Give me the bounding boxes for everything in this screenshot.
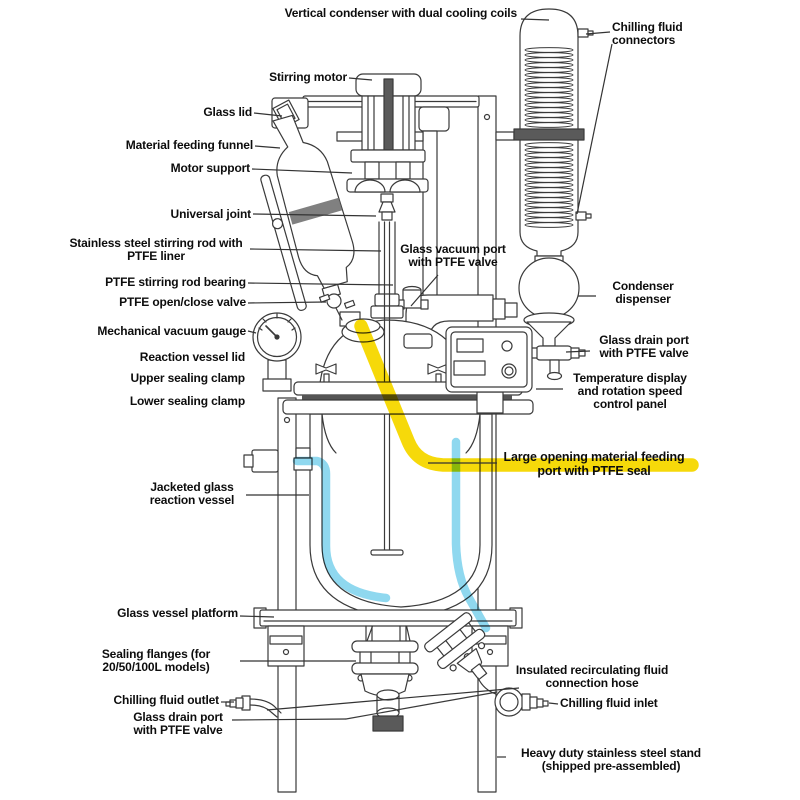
label-condenser-dispenser: Condenser dispenser: [612, 279, 674, 306]
label-chilling-inlet: Chilling fluid inlet: [560, 696, 658, 710]
label-ptfe-bearing: PTFE stirring rod bearing: [105, 275, 246, 289]
condenser: [513, 8, 594, 381]
label-vertical-condenser: Vertical condenser with dual cooling coi…: [284, 6, 518, 20]
label-jacketed-vessel: Jacketed glass reaction vessel: [149, 480, 235, 507]
control-panel: [445, 326, 533, 414]
chilling-outlet-fitting: [225, 695, 282, 718]
label-vacuum-gauge: Mechanical vacuum gauge: [97, 324, 246, 338]
label-large-opening-port: Large opening material feeding port with…: [503, 450, 685, 478]
label-glass-drain-bottom: Glass drain port with PTFE valve: [133, 710, 223, 737]
bottom-drain-assembly: [351, 625, 419, 732]
label-stirring-rod: Stainless steel stirring rod with PTFE l…: [69, 236, 243, 263]
label-material-feeding-funnel: Material feeding funnel: [125, 138, 253, 152]
sealing-clamps: [282, 363, 534, 415]
label-chilling-outlet: Chilling fluid outlet: [113, 693, 220, 707]
vacuum-gauge: [252, 312, 302, 392]
label-upper-sealing-clamp: Upper sealing clamp: [130, 371, 245, 385]
label-insulated-hose: Insulated recirculating fluid connection…: [515, 663, 669, 690]
leader-lines: [221, 18, 613, 758]
label-sealing-flanges: Sealing flanges (for 20/50/100L models): [101, 647, 211, 674]
label-stirring-motor: Stirring motor: [269, 70, 347, 84]
jacket-fluid-highlight: [292, 437, 491, 633]
label-chilling-fluid-connectors: Chilling fluid connectors: [612, 20, 683, 47]
label-ptfe-valve: PTFE open/close valve: [119, 295, 246, 309]
label-glass-drain-condenser: Glass drain port with PTFE valve: [599, 333, 689, 360]
recirculating-valve-inlet: [424, 612, 549, 717]
recirculating-hose-line: [345, 691, 498, 720]
label-glass-vacuum-port: Glass vacuum port with PTFE valve: [400, 242, 506, 269]
label-stand: Heavy duty stainless steel stand (shippe…: [521, 746, 701, 773]
label-glass-lid: Glass lid: [203, 105, 252, 119]
label-motor-support: Motor support: [170, 161, 251, 175]
label-reaction-vessel-lid: Reaction vessel lid: [139, 350, 245, 364]
label-vessel-platform: Glass vessel platform: [117, 606, 238, 620]
stirring-motor-assembly: [346, 73, 429, 556]
label-temperature-panel: Temperature display and rotation speed c…: [573, 371, 687, 411]
label-universal-joint: Universal joint: [170, 207, 252, 221]
label-lower-sealing-clamp: Lower sealing clamp: [129, 394, 245, 408]
feeding-funnel: [260, 97, 356, 321]
